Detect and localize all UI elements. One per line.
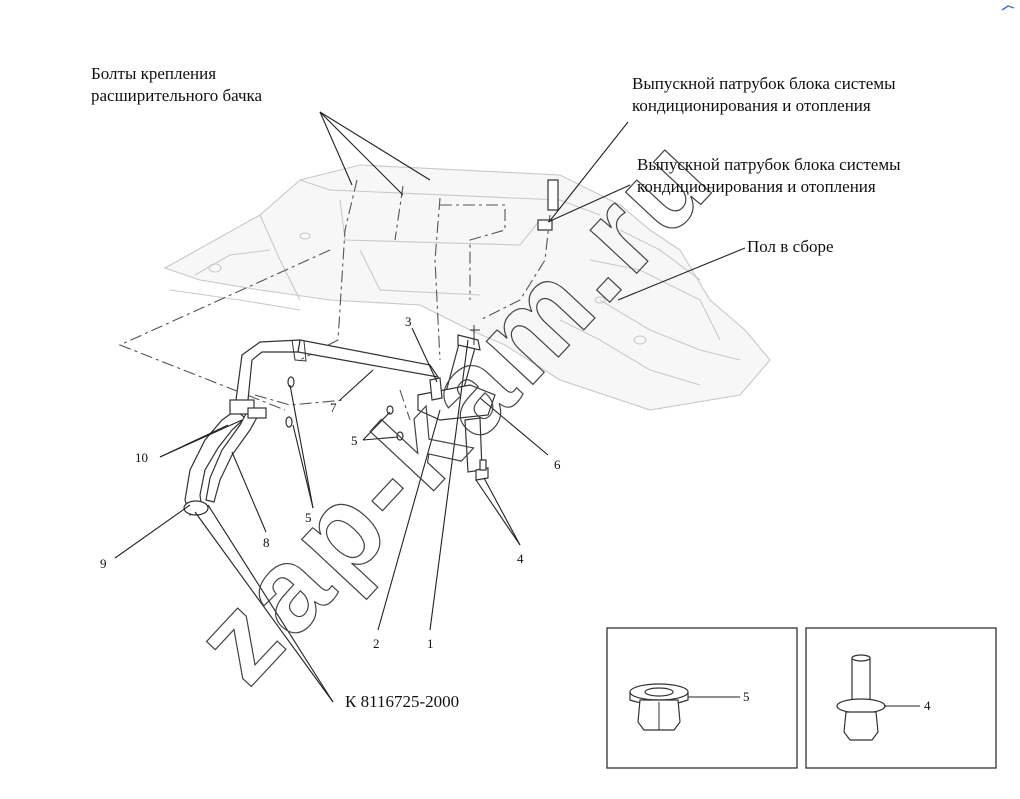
floor-assembly-ghost <box>163 164 771 411</box>
part-number-1: 1 <box>427 636 434 651</box>
part-number-5b: 5 <box>305 510 312 525</box>
part-number-7: 7 <box>330 400 337 415</box>
detail-view-nut <box>606 627 798 769</box>
part-number-2: 2 <box>373 636 380 651</box>
detail-view-bolt <box>805 627 997 769</box>
assembly-lines <box>118 179 551 421</box>
outlet-pipe-bracket <box>417 179 559 473</box>
part-number-9: 9 <box>100 556 107 571</box>
part-number-4: 4 <box>517 551 524 566</box>
label-outlet-pipe-b-line1: Выпускной патрубок блока системы <box>637 155 901 174</box>
label-expansion-tank-bolts-line2: расширительного бачка <box>91 86 263 105</box>
part-number-3: 3 <box>405 314 412 329</box>
fasteners <box>285 376 489 481</box>
part-number-6: 6 <box>554 457 561 472</box>
detail-bolt-label: 4 <box>924 698 931 713</box>
label-outlet-pipe-a-line1: Выпускной патрубок блока системы <box>632 74 896 93</box>
heater-hose-assembly <box>183 339 440 516</box>
label-outlet-pipe-a-line2: кондиционирования и отопления <box>632 96 871 115</box>
label-floor-assembly: Пол в сборе <box>747 237 834 256</box>
corner-mark <box>1001 5 1015 11</box>
part-number-10: 10 <box>135 450 148 465</box>
label-expansion-tank-bolts-line1: Болты крепления <box>91 64 217 83</box>
label-outlet-pipe-b-line2: кондиционирования и отопления <box>637 177 876 196</box>
detail-nut-label: 5 <box>743 689 750 704</box>
label-reference-code: К 8116725-2000 <box>345 692 460 711</box>
callout-lines <box>114 111 746 703</box>
part-number-5a: 5 <box>351 433 358 448</box>
part-number-8: 8 <box>263 535 270 550</box>
